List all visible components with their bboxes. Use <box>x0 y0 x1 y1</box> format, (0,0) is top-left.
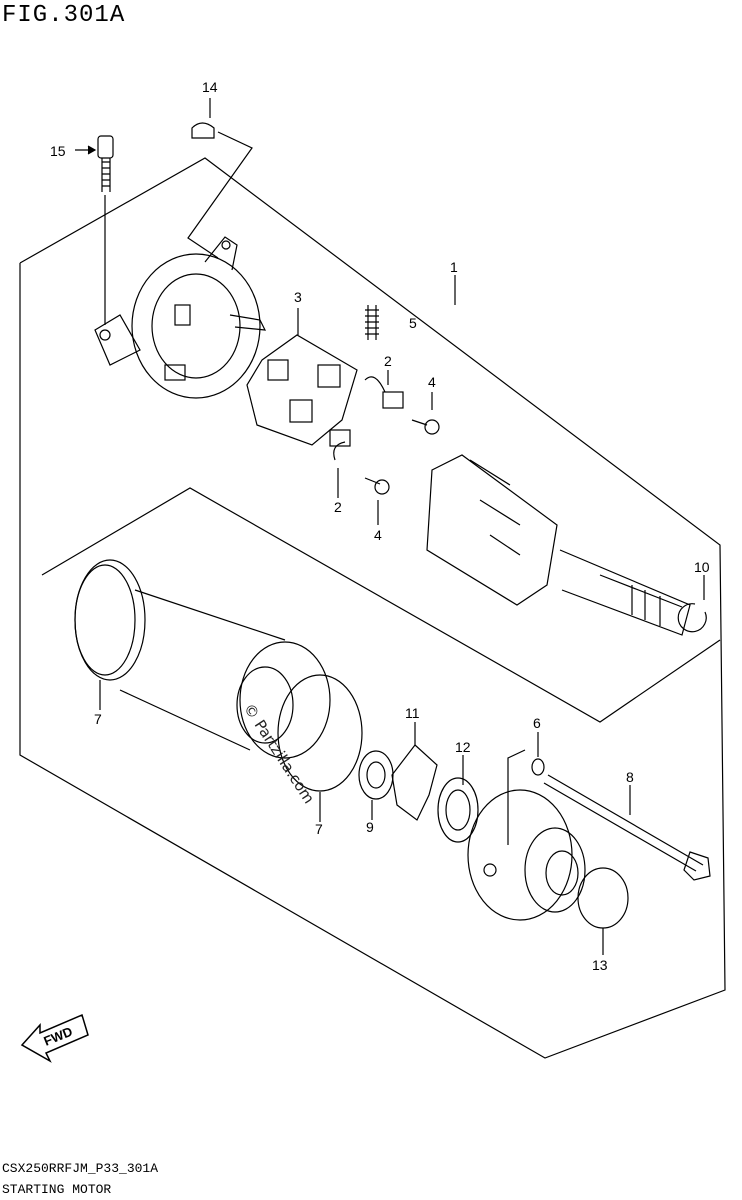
callout-7-left: 7 <box>94 711 102 727</box>
callout-3: 3 <box>294 289 302 305</box>
fwd-arrow: FWD <box>20 1013 89 1063</box>
o-ring-7-right <box>277 674 363 792</box>
stator-boundary <box>41 487 721 723</box>
callout-9: 9 <box>366 819 374 835</box>
through-bolt-8 <box>543 774 711 881</box>
callout-4-upper: 4 <box>428 374 436 390</box>
callout-8: 8 <box>626 769 634 785</box>
callout-4-lower: 4 <box>374 527 382 543</box>
screw-4-lower <box>364 477 390 525</box>
diagram-code: CSX250RRFJM_P33_301A <box>2 1161 159 1176</box>
armature <box>426 454 691 636</box>
figure-title: FIG.301A <box>2 2 126 29</box>
callout-11: 11 <box>405 705 420 721</box>
callout-15: 15 <box>50 143 66 159</box>
circlip-10 <box>677 603 707 633</box>
callout-5: 5 <box>409 315 417 331</box>
callout-7-right: 7 <box>315 821 323 837</box>
callout-2-lower: 2 <box>334 499 342 515</box>
o-ring-7-left <box>74 559 146 681</box>
brush-holder-3 <box>246 308 358 446</box>
spring-5 <box>365 305 379 340</box>
callout-1: 1 <box>450 259 458 275</box>
callout-6: 6 <box>533 715 541 731</box>
oil-seal-12 <box>437 777 479 843</box>
brush-2-lower <box>329 429 351 498</box>
lock-plate-11 <box>391 744 438 821</box>
front-housing <box>467 789 586 921</box>
callout-12: 12 <box>455 739 471 755</box>
assembly-boundary <box>19 157 726 1059</box>
o-ring-6 <box>531 758 545 776</box>
yoke <box>74 564 331 759</box>
end-frame <box>94 236 267 399</box>
washer-9 <box>358 750 394 800</box>
callout-2-upper: 2 <box>384 353 392 369</box>
diagram-caption: STARTING MOTOR <box>2 1182 112 1197</box>
screw-4-upper <box>411 392 440 435</box>
callout-10: 10 <box>694 559 710 575</box>
bolt-15 <box>97 135 114 192</box>
plug-14 <box>191 98 215 139</box>
callout-13: 13 <box>592 957 608 973</box>
o-ring-13 <box>577 867 629 929</box>
brush-2-upper <box>364 376 404 409</box>
callout-14: 14 <box>202 79 218 95</box>
